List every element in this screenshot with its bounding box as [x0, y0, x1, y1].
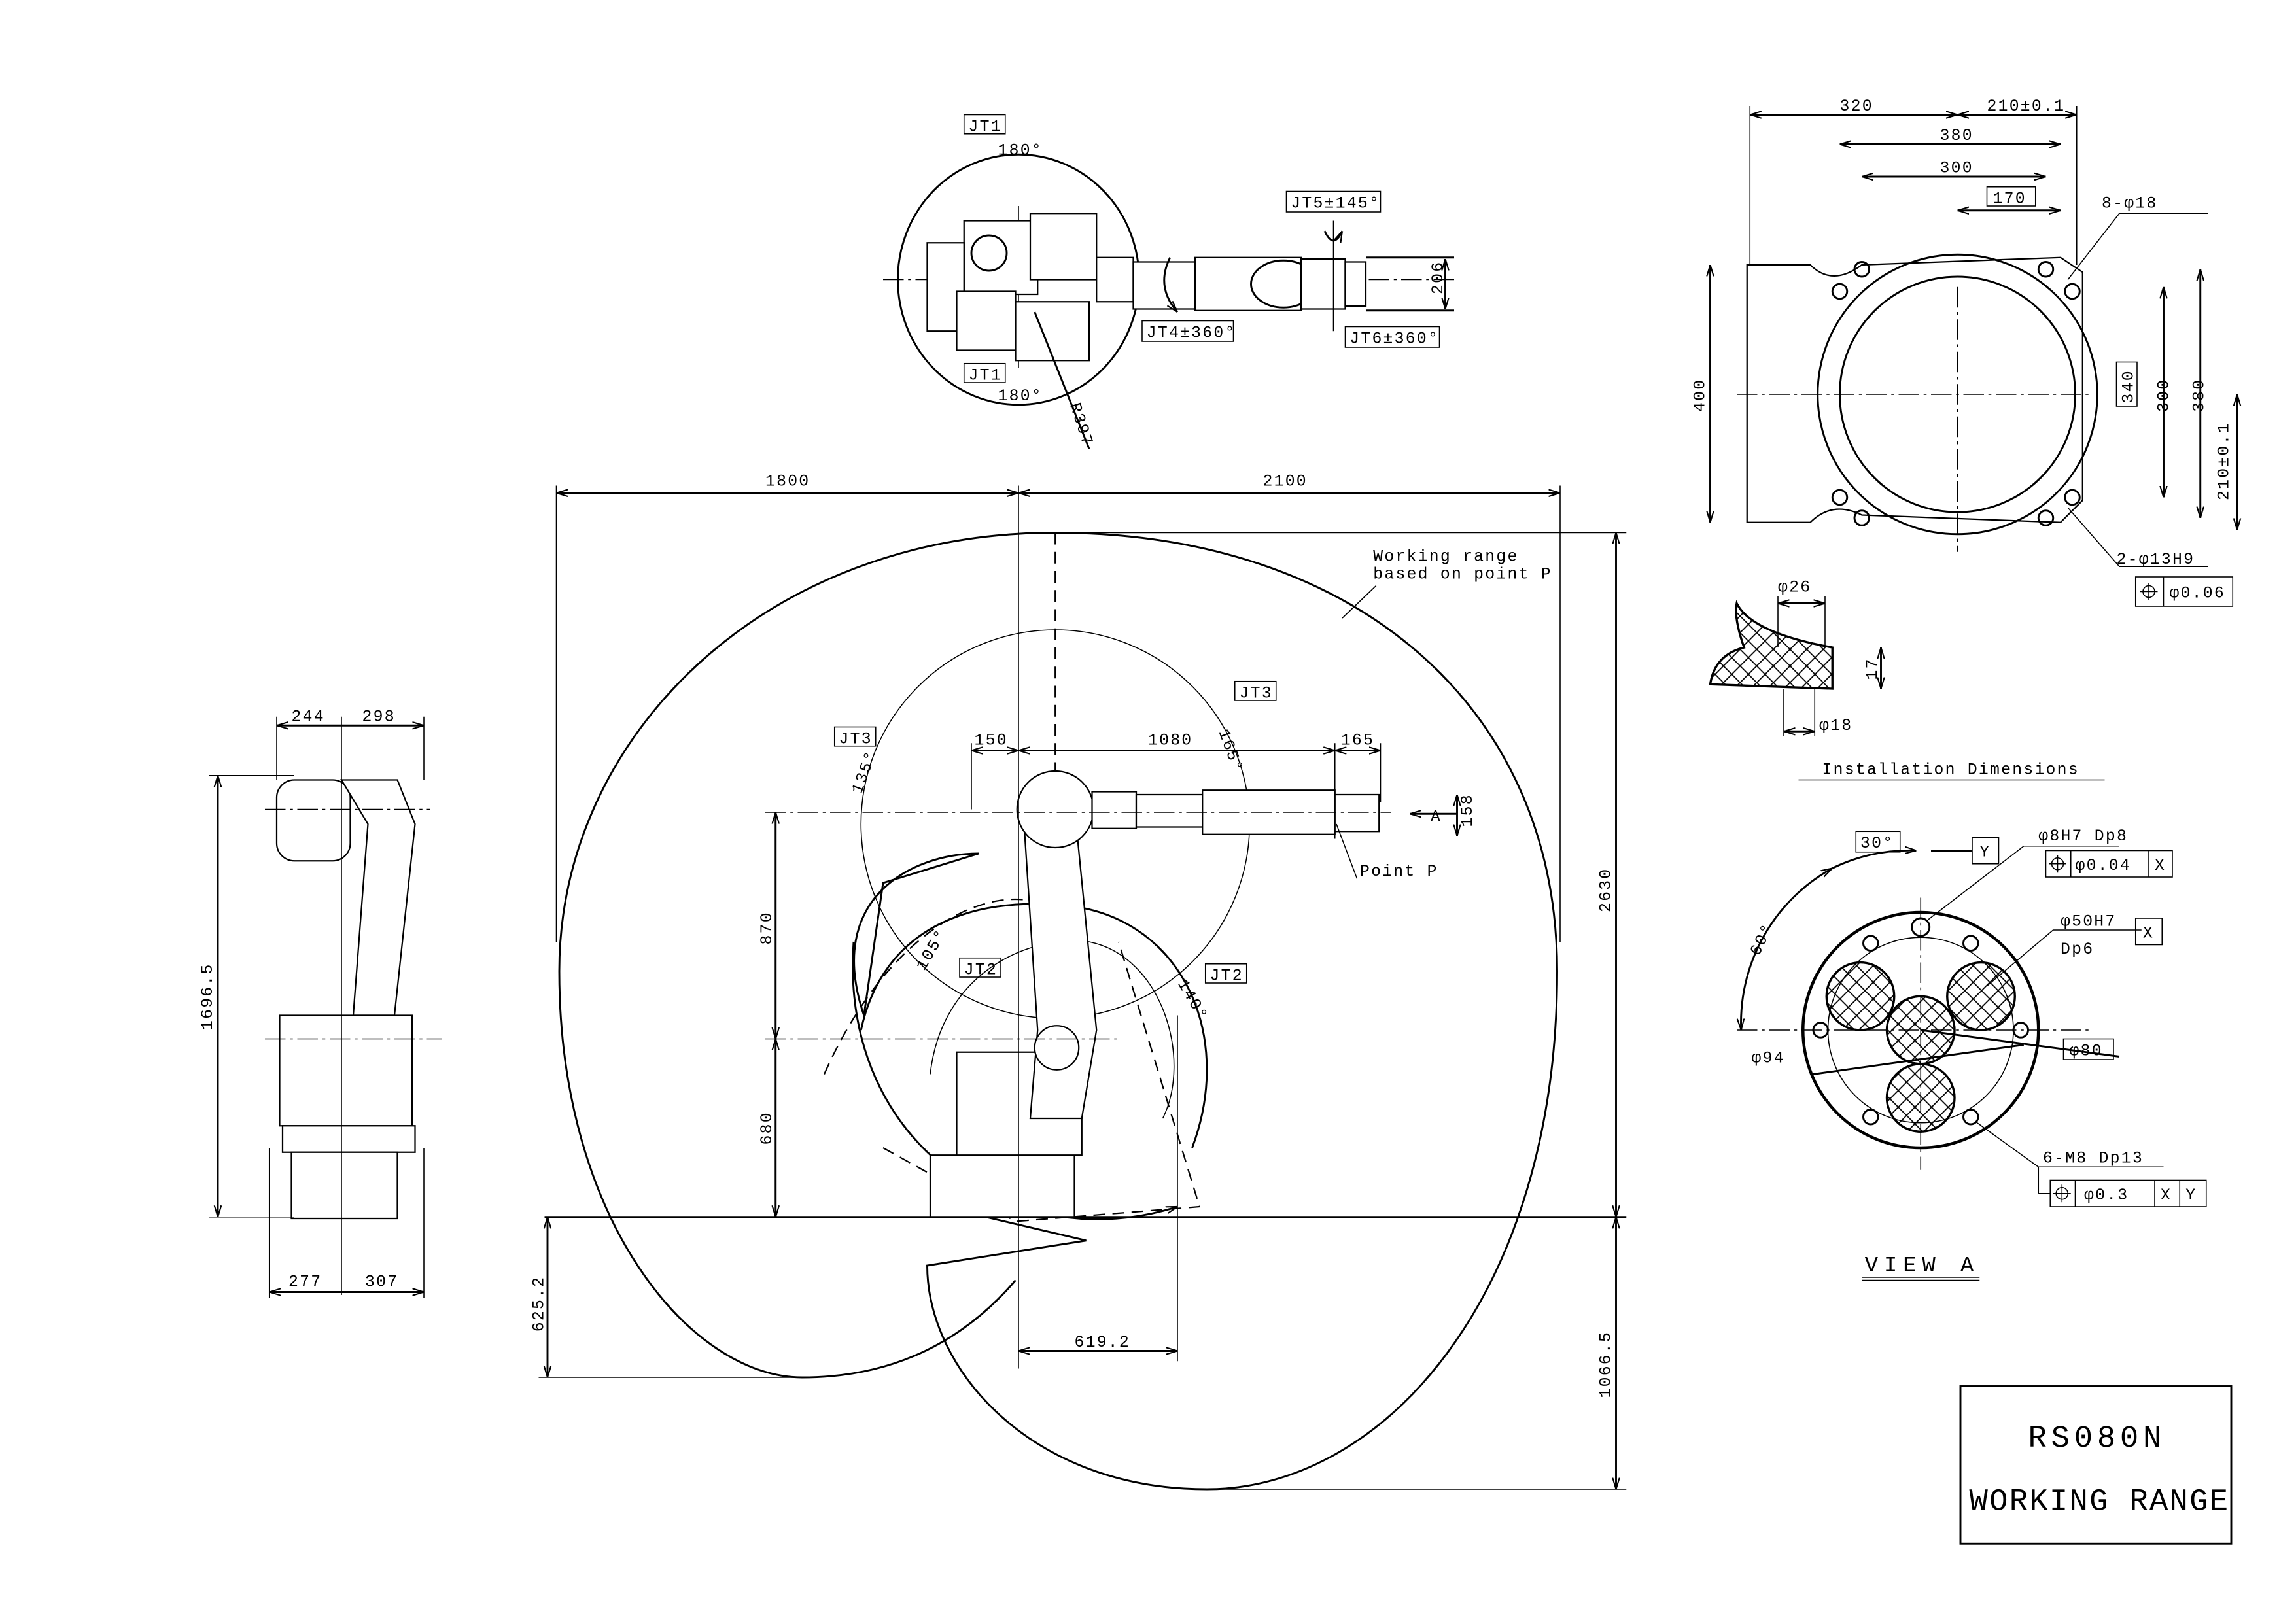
dim-rear-reach: 619.2	[1075, 1334, 1131, 1352]
counterbore-dim: φ26	[1778, 579, 1811, 597]
pin-tolerance-datum: X	[2155, 857, 2166, 875]
robot-base-top	[963, 220, 1039, 296]
point-p-label: Point P	[1360, 863, 1438, 881]
side-dim-top-left: 244	[292, 708, 325, 727]
jt3-housing	[1016, 770, 1094, 849]
dim-170: 170	[1993, 190, 2026, 209]
jt2-angle-right: 140°	[1173, 976, 1211, 1024]
dim-total-height: 2630	[1597, 868, 1616, 912]
dim-320: 320	[1840, 97, 1873, 116]
dim-left-below: 625.2	[530, 1276, 548, 1332]
counterbore-section	[1709, 600, 1834, 690]
dim-flange: 158	[1459, 793, 1477, 827]
jt1-label-bottom: JT1	[969, 367, 1002, 385]
upper-arm	[1022, 805, 1098, 1120]
dim-300-horizontal: 300	[1940, 159, 1974, 177]
radius-label: R397	[1065, 401, 1096, 449]
jt1-label-top: JT1	[969, 118, 1002, 136]
dim-left-reach: 1800	[765, 473, 810, 491]
jt3-inner-envelope	[853, 852, 979, 1016]
dim-340: 340	[2119, 370, 2138, 403]
pin-tolerance: φ0.06	[2170, 585, 2226, 603]
working-range-note-2: based on point P	[1373, 565, 1552, 583]
center-depth-label: Dp6	[2061, 940, 2094, 959]
installation-dimensions: 320 210±0.1 380 300 170 8-φ18 400 340 30…	[1692, 97, 2238, 781]
base-plate	[1746, 256, 2083, 523]
angle-30: 30°	[1860, 835, 1894, 853]
position-tolerance-icon	[2053, 1184, 2071, 1203]
center-bore-label: φ50H7	[2061, 912, 2117, 931]
side-dim-bottom-left: 277	[288, 1273, 322, 1292]
model-name: RS080N	[2028, 1422, 2166, 1457]
main-view: 1800 2100 2630 1066.5 625.2 619.2 870 68…	[530, 473, 1627, 1491]
robot-base	[929, 1154, 1075, 1218]
jt3-label-right: JT3	[1240, 685, 1273, 703]
working-range-envelope	[558, 532, 1558, 1491]
view-a: 30° 60° Y φ8H7 Dp8 φ0.04 X φ50H7 Dp6 X φ…	[1737, 827, 2207, 1281]
bore-dim: φ18	[1819, 717, 1852, 735]
side-view: 244 298 277 307 1696.5	[199, 708, 442, 1298]
view-a-marker: A	[1431, 808, 1442, 827]
depth-dim: 17	[1864, 657, 1882, 680]
view-a-title: VIEW A	[1865, 1254, 1980, 1279]
pin-tolerance-value: φ0.04	[2076, 857, 2132, 875]
pin-hole-label: φ8H7 Dp8	[2038, 827, 2128, 846]
jt4-label: JT4±360°	[1147, 324, 1236, 342]
dim-upper-arm: 870	[758, 911, 776, 944]
drawing-subtitle: WORKING RANGE	[1970, 1485, 2230, 1520]
position-tolerance-icon	[2049, 855, 2066, 873]
dim-right-reach: 2100	[1263, 473, 1308, 491]
dim-210-vertical: 210±0.1	[2216, 422, 2234, 500]
jt2-angle-left: 105°	[913, 926, 951, 974]
dim-380-horizontal: 380	[1940, 127, 1974, 145]
dim-380-vertical: 380	[2190, 379, 2208, 412]
tapped-datum-y: Y	[2185, 1186, 2197, 1205]
side-dim-top-right: 298	[362, 708, 396, 727]
dim-offset: 150	[975, 732, 1008, 750]
side-upper-arm	[279, 1014, 413, 1127]
dim-below-base: 1066.5	[1597, 1331, 1616, 1398]
pcd-inner: φ80	[2070, 1042, 2103, 1060]
wrist-width-dim: 206	[1429, 261, 1448, 294]
side-base	[290, 1151, 398, 1220]
forearm	[1135, 793, 1204, 828]
dim-forearm: 1080	[1148, 732, 1192, 750]
jt3-label-left: JT3	[839, 730, 873, 748]
mounting-holes-label: 8-φ18	[2102, 194, 2158, 213]
radius-leader	[1034, 311, 1090, 449]
dim-wrist: 165	[1341, 732, 1374, 750]
datum-x: X	[2143, 924, 2154, 942]
installation-title: Installation Dimensions	[1822, 761, 2079, 780]
position-tolerance-icon	[2140, 583, 2158, 600]
side-dim-height: 1696.5	[199, 963, 217, 1030]
tapped-holes-label: 6-M8 Dp13	[2043, 1150, 2144, 1168]
dim-210-top: 210±0.1	[1987, 97, 2066, 116]
datum-y: Y	[1979, 844, 1991, 862]
jt6-label: JT6±360°	[1349, 330, 1439, 348]
jt5-label: JT5±145°	[1291, 194, 1380, 213]
side-wrist	[275, 779, 351, 862]
dim-400: 400	[1692, 379, 1710, 412]
title-block: RS080N WORKING RANGE	[1959, 1385, 2233, 1545]
tapped-datum-x: X	[2161, 1186, 2172, 1205]
dim-base-height: 680	[758, 1111, 776, 1145]
dim-300-vertical: 300	[2155, 379, 2173, 412]
jt2-label-left: JT2	[964, 961, 998, 980]
pcd-outer: φ94	[1752, 1050, 1785, 1068]
side-dim-bottom-right: 307	[365, 1273, 398, 1292]
jt2-label-right: JT2	[1210, 967, 1244, 986]
working-range-note-1: Working range	[1373, 547, 1518, 566]
tapped-tolerance-value: φ0.3	[2084, 1186, 2129, 1205]
top-view: JT1 180° JT1 180° R397 JT4±360° JT5±145°…	[883, 114, 1457, 449]
jt1-angle-bottom: 180°	[998, 387, 1043, 406]
jt1-angle-top: 180°	[998, 141, 1043, 160]
jt3-angle-left: 135°	[848, 748, 881, 797]
angle-60: 60°	[1747, 921, 1778, 959]
pin-holes-label: 2-φ13H9	[2117, 551, 2195, 569]
